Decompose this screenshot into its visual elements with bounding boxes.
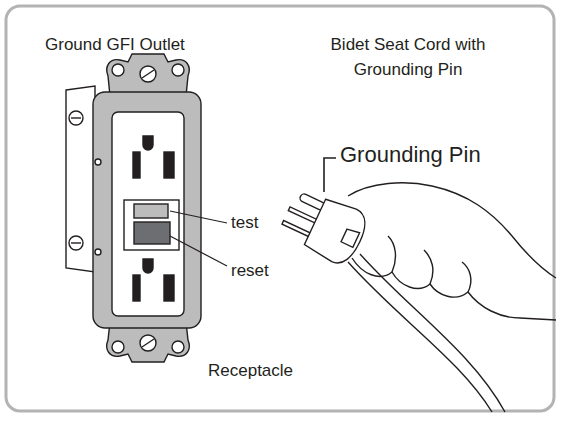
screw-slot bbox=[71, 242, 81, 243]
part-label: reset bbox=[231, 258, 269, 283]
strap-hole bbox=[172, 341, 184, 353]
ground-hole bbox=[143, 136, 153, 150]
plug-body bbox=[303, 196, 372, 269]
test-leader bbox=[170, 211, 227, 223]
frame-border bbox=[6, 6, 554, 411]
hand-outline bbox=[348, 183, 556, 278]
strap-hole bbox=[112, 341, 124, 353]
plug-blade bbox=[288, 207, 318, 224]
receptacle-face bbox=[112, 112, 184, 316]
ground-hole bbox=[143, 259, 153, 273]
plug bbox=[276, 183, 371, 269]
mounting-strap bbox=[107, 54, 190, 96]
test-button bbox=[134, 204, 168, 218]
strap-hole bbox=[172, 64, 184, 76]
mounting-screw bbox=[140, 335, 156, 351]
plug-and-hand bbox=[276, 183, 556, 412]
socket-slot bbox=[133, 275, 140, 301]
hand-fingers bbox=[352, 258, 556, 320]
screw-slot bbox=[142, 70, 154, 78]
frame-dot bbox=[95, 159, 101, 165]
button-recess bbox=[124, 200, 179, 250]
cord bbox=[348, 262, 492, 412]
socket-slot bbox=[164, 152, 174, 178]
frame-dot bbox=[95, 249, 101, 255]
outlet-title: Ground GFI Outlet bbox=[45, 32, 185, 57]
terminal-screw bbox=[69, 236, 83, 250]
grounding-pin-leader bbox=[324, 158, 336, 192]
screw-slot bbox=[142, 339, 154, 347]
screw-slot bbox=[71, 117, 81, 118]
terminal-screw bbox=[69, 111, 83, 125]
receptacle-frame bbox=[93, 92, 201, 328]
part-label: test bbox=[231, 210, 258, 235]
leader-lines bbox=[170, 158, 336, 266]
part-label: Grounding Pin bbox=[340, 142, 481, 167]
finger-line bbox=[388, 236, 395, 272]
finger-line bbox=[462, 262, 471, 292]
socket-slot bbox=[133, 152, 140, 178]
mounting-screw bbox=[140, 66, 156, 82]
cord-title: Bidet Seat Cord with Grounding Pin bbox=[318, 32, 498, 82]
plug-grip bbox=[341, 227, 360, 247]
socket-slot bbox=[164, 275, 174, 301]
receptacle-side bbox=[66, 86, 95, 272]
plug-blade bbox=[282, 221, 312, 238]
part-label: Receptacle bbox=[208, 358, 293, 383]
finger-line bbox=[424, 250, 433, 284]
strap-hole bbox=[112, 64, 124, 76]
gfi-outlet bbox=[66, 54, 201, 362]
reset-leader bbox=[170, 236, 227, 266]
reset-button bbox=[134, 222, 170, 244]
